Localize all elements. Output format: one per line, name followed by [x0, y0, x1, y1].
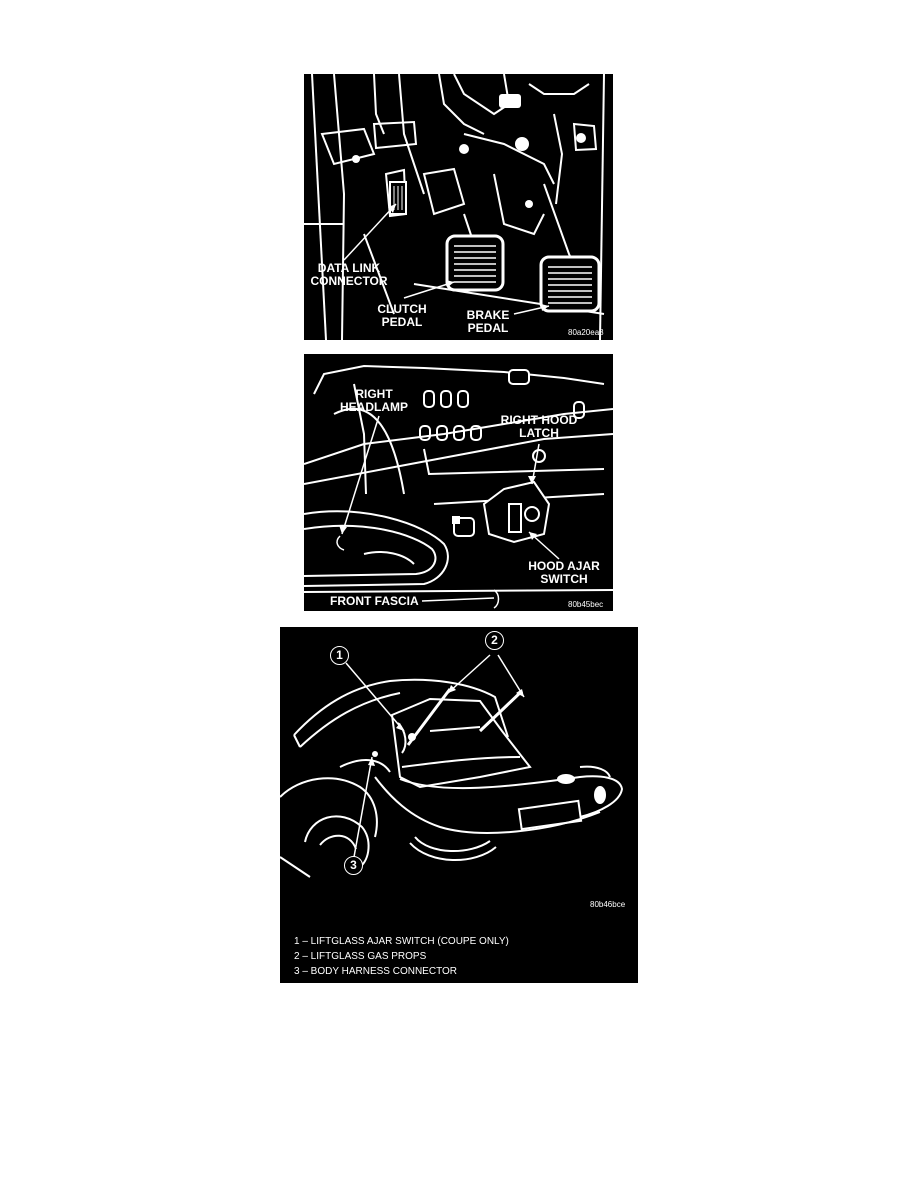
pedal-area-illustration: [304, 74, 605, 340]
legend-item: 2 – LIFTGLASS GAS PROPS: [294, 951, 427, 962]
figure-code: 80a20ea8: [568, 328, 604, 337]
hood-ajar-switch-label: HOOD AJAR SWITCH: [528, 559, 600, 586]
brake-pedal-label: BRAKE PEDAL: [466, 308, 510, 335]
figure-legend: 1 – LIFTGLASS AJAR SWITCH (COUPE ONLY) 2…: [294, 934, 509, 979]
data-link-connector-label: DATA LINK CONNECTOR: [310, 261, 388, 288]
callout-1: 1: [330, 646, 349, 665]
figure-pedal-area: DATA LINK CONNECTOR CLUTCH PEDAL BRAKE P…: [304, 74, 613, 340]
figure-code: 80b46bce: [590, 900, 626, 909]
legend-item: 3 – BODY HARNESS CONNECTOR: [294, 966, 458, 977]
clutch-pedal-pad: [445, 234, 505, 292]
right-headlamp-label: RIGHT HEADLAMP: [340, 387, 408, 414]
clutch-pedal-label: CLUTCH PEDAL: [377, 302, 427, 329]
brake-pedal-pad: [539, 255, 601, 313]
legend-item: 1 – LIFTGLASS AJAR SWITCH (COUPE ONLY): [294, 936, 509, 947]
figure-code: 80b45bec: [568, 600, 604, 609]
hood-latch-assembly: [453, 369, 551, 544]
front-fascia-label: FRONT FASCIA: [330, 594, 419, 608]
right-hood-latch-label: RIGHT HOOD LATCH: [500, 413, 578, 440]
liftglass-gas-props: [406, 688, 524, 746]
figure-liftglass-area: 1 2 3 80b46bce 1 – LIFTGLASS AJAR SWITCH…: [280, 627, 638, 983]
coupe-rear-illustration: [280, 654, 624, 878]
callout-3: 3: [344, 856, 363, 875]
figure-hood-latch-area: RIGHT HEADLAMP RIGHT HOOD LATCH HOOD AJA…: [304, 354, 613, 611]
hood-latch-illustration: [304, 364, 613, 609]
callout-2: 2: [485, 631, 504, 650]
